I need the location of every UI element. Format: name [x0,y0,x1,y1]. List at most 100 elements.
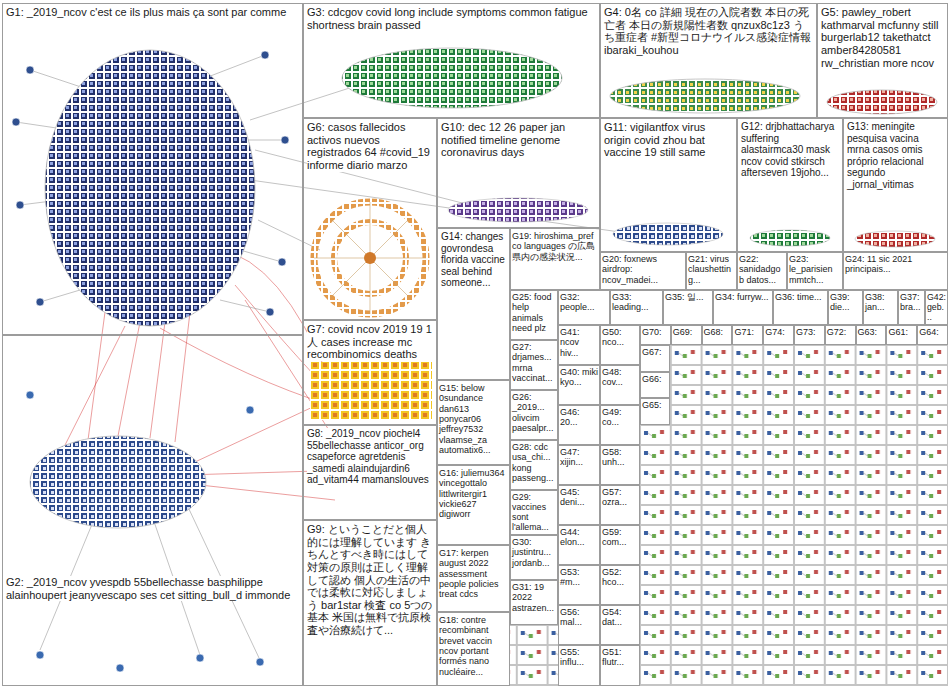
group-label: G27: drjames... mrna vaccinat... [512,342,556,383]
group-label: G17: kerpen august 2022 assessment peopl… [439,548,508,600]
group-label: G50: nco... [602,327,638,348]
group-label: G39: die... [830,292,861,313]
group-label: G7: covid ncov 2019 19 1人 cases increase… [307,323,433,361]
group-label: G16: juliemu364 vincegottalo littlwriter… [439,468,508,520]
group-box: G4: 0名 co 詳細 現在の入院者数 本日の死亡者 本日の新規陽性者数 qn… [600,3,817,118]
group-box: G57: ozra... [600,485,640,525]
group-box: G29: vaccines sont l'allema... [510,490,558,535]
group-box: G48: cov... [600,365,640,405]
network-edge [180,490,260,660]
group-box: G28: cdc usa_chi... kong passeng... [510,440,558,490]
group-label: G18: contre recombinant brevet vaccin nc… [439,615,508,677]
group-label: G38: jan... [865,292,896,313]
group-label: G33: leading... [612,292,661,313]
group-box: G3: cdcgov covid long include symptoms c… [303,3,600,118]
group-box: G50: nco... [600,325,640,365]
group-box: G38: jan... [863,290,898,325]
vertex-cluster [855,231,935,247]
group-box: G30: justintru... jordanb... [510,535,558,580]
group-label: G32: people... [560,292,608,313]
vertex-group [12,51,289,316]
group-box: G40: miki kyo... [558,365,600,405]
group-box: G64: [917,325,948,345]
group-label: G74: [765,327,792,337]
group-label: G25: food help animals need plz [512,292,556,333]
group-box: G37: bra... [898,290,925,325]
group-box: G33: leading... [610,290,663,325]
network-edge [370,258,371,314]
group-label: G56: mal... [560,607,598,628]
group-label: G23: le_parisien mmtch... [789,254,841,285]
group-label: G73: [796,327,823,337]
group-label: G46: 20... [560,407,598,428]
group-label: G10: dec 12 26 paper jan notified timeli… [441,121,596,159]
group-label: G35: 일... [665,292,711,302]
group-label: G64: [919,327,946,337]
group-box: G66: [640,372,670,399]
network-edge [220,300,270,312]
group-label: G30: justintru... jordanb... [512,537,556,568]
group-box: G14: changes govrondesa florida vaccine … [437,228,510,380]
network-edge [150,322,165,438]
group-box: G61: [886,325,917,345]
group-label: G24: 11 sic 2021 principais... [845,254,946,275]
vertex [246,406,254,414]
group-label: G44: elon... [560,527,598,548]
vertex [196,654,204,662]
group-box: G45: deni... [558,485,600,525]
group-label: G72: [827,327,854,337]
group-box: G8: _2019_ncov piochel4 55bellechasse an… [303,425,437,520]
group-label: G66: [642,374,668,384]
vertex-cluster [610,79,800,113]
group-label: G65: [642,400,668,410]
group-box: G13: meningite pesquisa vacina mrna caso… [843,118,948,252]
group-label: G14: changes govrondesa florida vaccine … [441,231,506,289]
tile-grid [510,625,558,686]
group-label: G53: #m... [560,567,598,588]
group-label: G45: deni... [560,487,598,508]
network-edge [370,218,410,258]
vertex-grid [310,362,432,420]
group-box: G19: hiroshima_pref co languages の広島 県内の… [510,228,600,290]
group-label: G3: cdcgov covid long include symptoms c… [307,6,596,31]
network-edge [330,258,370,298]
group-box: G25: food help animals need plz [510,290,558,340]
group-box: G6: casos fallecidos activos nuevos regi… [303,118,437,320]
group-box: G67: [640,345,670,372]
group-box: G1: _2019_ncov c'est ce ils plus mais ça… [2,3,303,335]
vertex [281,136,289,144]
group-label: G48: cov... [602,367,638,388]
group-box: G32: people... [558,290,610,325]
group-box: G2: _2019_ncov yvespdb 55bellechasse bas… [2,335,303,686]
group-label: G54: dat... [602,607,638,628]
group-box: G39: die... [828,290,863,325]
group-box: G63: [856,325,887,345]
group-box: G52: hco... [600,565,640,605]
network-edge [160,328,330,405]
group-box: G44: elon... [558,525,600,565]
vertex [36,298,44,306]
group-box: G53: #m... [558,565,600,605]
vertex [36,651,44,659]
group-box: G68: [702,325,733,345]
group-label: G49: co... [602,407,638,428]
vertex [116,664,124,672]
network-edge [330,218,370,258]
group-box: G7: covid ncov 2019 19 1人 cases increase… [303,320,437,425]
group-box: G46: 20... [558,405,600,445]
group-box: G55: influ... [558,645,600,686]
group-box: G34: furryw... [713,290,773,325]
group-box: G71: [732,325,763,345]
group-box: G36: time... [773,290,828,325]
group-label: G47: xijin... [560,447,598,468]
network-edge [200,485,335,500]
group-label: G8: _2019_ncov piochel4 55bellechasse an… [307,428,433,486]
vertex-cluster [45,50,255,326]
group-box: G56: mal... [558,605,600,645]
vertex [12,118,20,126]
group-box: G21: virus claushetting... [686,252,737,290]
network-edge [370,258,410,298]
vertex [256,658,264,666]
group-label: G22: sanidadgob datos... [739,254,785,285]
